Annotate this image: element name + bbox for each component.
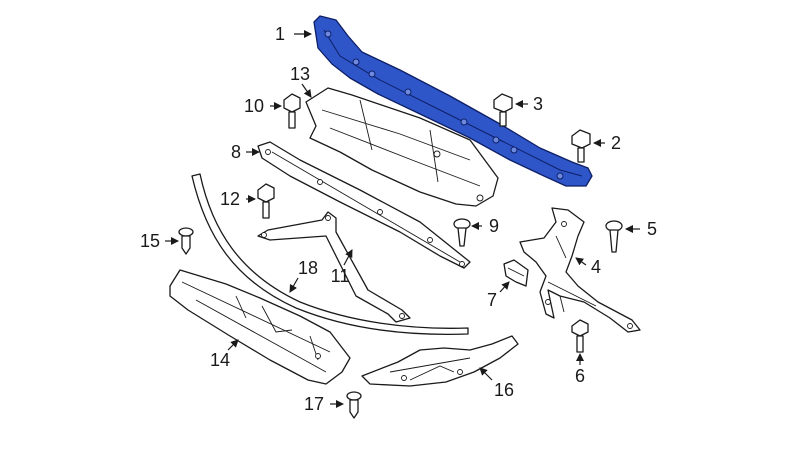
part-4-side-bracket <box>519 207 641 333</box>
fastener-12-bolt <box>257 183 275 219</box>
fastener-10-bolt <box>283 93 301 129</box>
callout-2: 2 <box>611 133 621 153</box>
callout-6: 6 <box>575 366 585 386</box>
callout-14: 14 <box>210 350 230 370</box>
callout-17: 17 <box>304 394 324 414</box>
callout-4: 4 <box>591 257 601 277</box>
callout-18: 18 <box>298 258 318 278</box>
part-1-upper-tie-bar <box>313 15 593 187</box>
fastener-15-push-clip <box>178 227 194 255</box>
fastener-6-bolt <box>571 319 589 353</box>
part-18-seal-strip <box>191 173 469 335</box>
callout-9: 9 <box>489 216 499 236</box>
callout-10: 10 <box>244 96 264 116</box>
part-13-cover-panel <box>305 87 499 207</box>
callout-12: 12 <box>220 189 240 209</box>
part-16-cowl-extension <box>361 335 519 387</box>
fastener-17-push-clip <box>346 391 362 419</box>
fastener-3-bolt <box>493 93 513 127</box>
part-14-cowl-panel <box>169 269 351 385</box>
leader-lines <box>165 30 640 408</box>
callout-8: 8 <box>231 142 241 162</box>
callout-13: 13 <box>290 64 310 84</box>
callout-labels: 1 2 3 4 5 6 7 8 9 10 11 12 13 14 15 16 1… <box>140 24 657 414</box>
fastener-2-bolt <box>571 129 591 163</box>
fastener-5-screw <box>605 220 623 253</box>
callout-5: 5 <box>647 219 657 239</box>
callout-16: 16 <box>494 380 514 400</box>
callout-11: 11 <box>331 266 350 286</box>
part-8-bracket-strip <box>257 141 471 269</box>
callout-7: 7 <box>487 290 497 310</box>
fastener-9-screw <box>453 218 471 247</box>
part-7-clip-bracket <box>503 259 529 287</box>
callout-15: 15 <box>140 231 160 251</box>
callout-1: 1 <box>275 24 285 44</box>
callout-3: 3 <box>533 94 543 114</box>
part-11-y-brace <box>257 211 411 323</box>
